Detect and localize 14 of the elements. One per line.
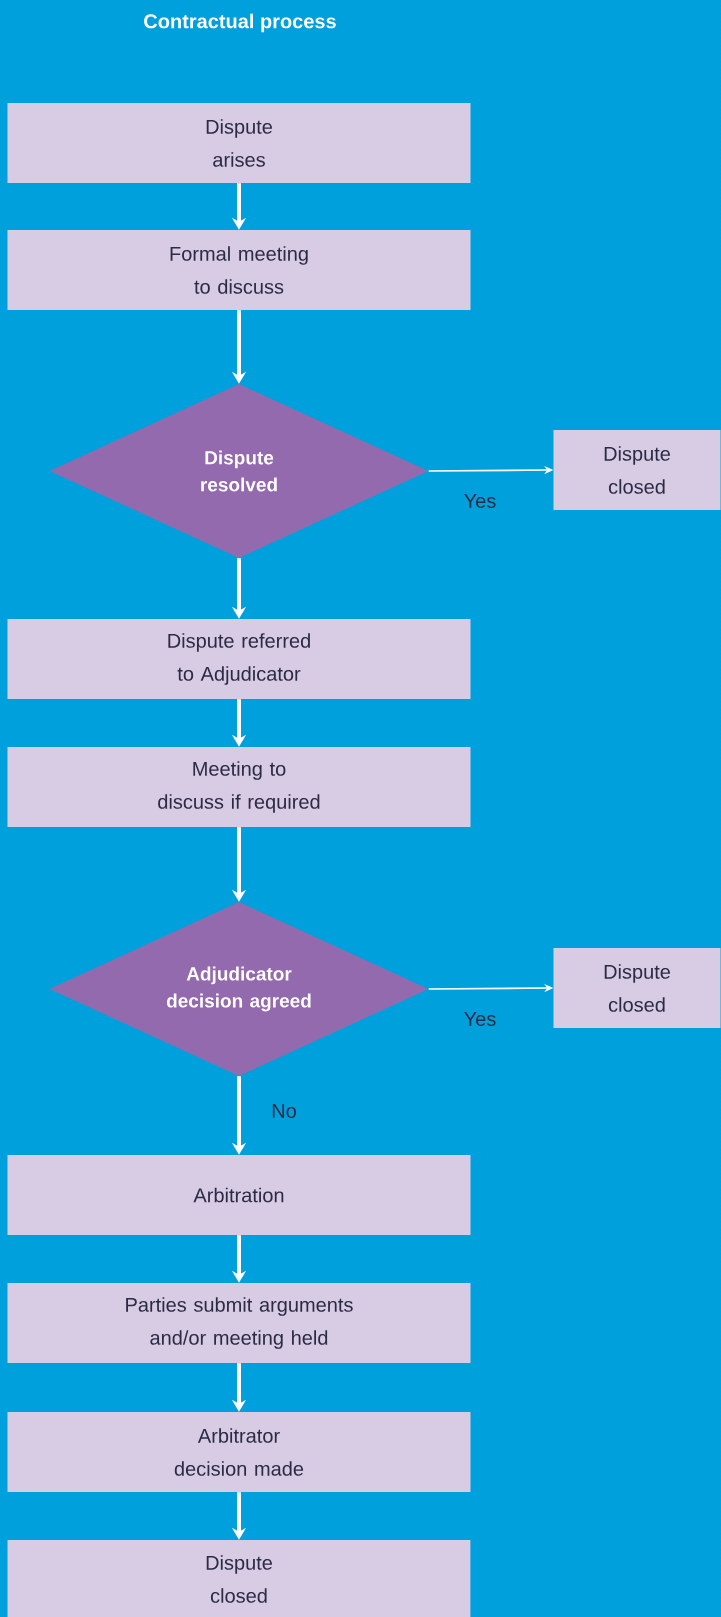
process-box: Dispute arises (7, 103, 471, 183)
process-box: Dispute referred to Adjudicator (7, 619, 471, 699)
process-box: Meeting to discuss if required (7, 747, 471, 827)
process-box: Parties submit arguments and/or meeting held (7, 1283, 471, 1363)
process-box: Formal meeting to discuss (7, 230, 471, 310)
process-box: Dispute closed (7, 1540, 471, 1617)
process-box: Dispute closed (553, 948, 721, 1028)
edge-label: No (272, 1104, 296, 1118)
process-box: Arbitration (7, 1155, 471, 1235)
edge-label: Yes (464, 494, 496, 508)
title: Contractual process (144, 13, 336, 33)
edge-label: Yes (464, 1012, 496, 1026)
process-box: Arbitrator decision made (7, 1412, 471, 1492)
process-box: Dispute closed (553, 430, 721, 510)
